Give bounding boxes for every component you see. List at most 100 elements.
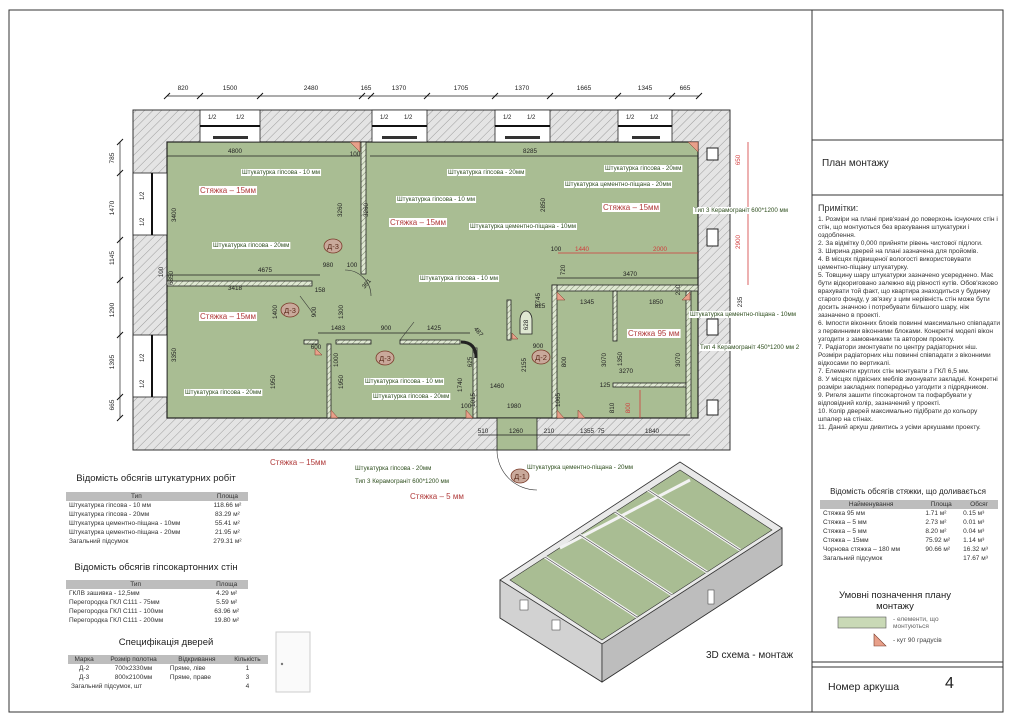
plaster-label: Тип 3 Керамограніт 600*1200 мм	[355, 478, 449, 485]
screed-label: Стяжка – 15мм	[270, 458, 326, 467]
dimension-label: 100	[350, 151, 361, 158]
window-half-label: 1/2	[140, 217, 146, 226]
dimension-label: 900	[311, 306, 318, 317]
dimension-label: 1300	[338, 305, 345, 320]
dimension-label: 1260	[509, 428, 524, 435]
label-background	[212, 242, 291, 249]
label-background	[689, 311, 797, 318]
dimension-label: 720	[560, 264, 567, 275]
dimension-label: 800	[561, 356, 568, 367]
window-half-label: 1/2	[140, 191, 146, 200]
dimension-label: 158	[315, 287, 326, 294]
door-tag: Д-3	[327, 242, 339, 251]
window-half-label: 1/2	[626, 115, 635, 121]
legend-title: Умовні позначення плану монтажу	[839, 590, 951, 612]
note-item: 7. Елементи круглих стін монтувати з ГКЛ…	[818, 368, 970, 375]
dimension-label: 900	[533, 343, 544, 350]
dimension-label: 628	[523, 319, 530, 330]
round-wall	[460, 340, 478, 359]
top-dimension: 165	[361, 85, 372, 92]
title-block-frame	[811, 10, 1003, 712]
col-header: Тип	[66, 492, 207, 501]
label-background	[602, 203, 661, 212]
top-dimension: 665	[680, 85, 691, 92]
top-dimension: 2480	[304, 85, 319, 92]
plaster-label: Штукатурка гіпсова - 20мм	[355, 465, 431, 472]
label-background	[241, 169, 322, 176]
dimension-ticks	[116, 92, 703, 422]
sheet-title: План монтажу	[822, 158, 889, 169]
dimension-tick	[491, 92, 499, 100]
right-vents	[706, 147, 719, 416]
col-header: Площа	[922, 500, 961, 509]
dimension-label: 4800	[228, 148, 243, 155]
plaster-label: Штукатурка гіпсова - 20мм	[605, 165, 681, 172]
label-background	[469, 223, 577, 230]
window-half-label: 1/2	[208, 115, 217, 121]
dimension-tick	[163, 92, 171, 100]
note-item: 11. Даний аркуш дивитись з усіми аркушам…	[818, 424, 981, 431]
left-dimension: 1145	[109, 251, 116, 265]
door-tag-badge	[280, 302, 300, 318]
dimension-label: 1740	[457, 378, 464, 393]
window-half-label: 1/2	[380, 115, 389, 121]
notes-heading: Примітки:	[818, 203, 859, 213]
window-half-label: 1/2	[140, 353, 146, 362]
dimension-label: 900	[381, 325, 392, 332]
note-item: 10. Колір дверей максимально підібрати д…	[818, 408, 978, 423]
dimension-tick	[116, 138, 124, 146]
screed-label: Стяжка 95 мм	[628, 329, 680, 338]
door-tag: Д-3	[379, 354, 391, 363]
dimension-label: 1345	[580, 299, 595, 306]
entrance-opening	[496, 417, 538, 451]
door-tag-badge	[510, 468, 530, 484]
dimension-label: 3260	[363, 203, 370, 218]
dimension-tick	[614, 92, 622, 100]
screed-label: Стяжка – 15мм	[200, 312, 256, 321]
col-header: Кількість	[226, 655, 268, 664]
dimension-label: 100	[551, 246, 562, 253]
door-tag: Д-2	[535, 353, 547, 362]
dimension-label: 3270	[619, 368, 634, 375]
plaster-label: Штукатурка гіпсова - 20мм	[185, 389, 261, 396]
label-background	[419, 275, 500, 282]
top-dimension: 1370	[392, 85, 407, 92]
screed-label: Стяжка – 15мм	[390, 218, 446, 227]
dimension-label: 1350	[617, 352, 624, 367]
plaster-label: Штукатурка гіпсова - 10 мм	[397, 196, 475, 203]
door-illustration	[275, 631, 311, 693]
plaster-label: Штукатурка гіпсова - 10 мм	[365, 378, 443, 385]
plaster-label: Тип 4 Керамограніт 450*1200 мм 2	[700, 344, 800, 351]
dimension-tick	[668, 92, 676, 100]
col-header: Найменування	[820, 500, 923, 509]
dimension-label: 600	[311, 344, 322, 351]
screed-table-title: Відомість обсягів стяжки, що доливається	[830, 487, 986, 496]
plaster-label: Штукатурка цементно-піщана - 10мм	[470, 223, 576, 230]
screed-label: Стяжка – 15мм	[200, 186, 256, 195]
dimension-tick	[196, 92, 204, 100]
col-header: Тип	[66, 580, 206, 589]
dimension-label: 6850	[168, 271, 175, 286]
note-item: 9. Ригеля зашити гіпсокартоном та пофарб…	[818, 392, 972, 407]
dimension-label: 810	[609, 402, 616, 413]
left-dimension: 665	[109, 399, 116, 410]
label-background	[269, 458, 328, 467]
note-item: 5. Товщину шару штукатурки зазначено усе…	[818, 272, 998, 319]
top-dimension: 1345	[638, 85, 653, 92]
dimension-tick	[367, 92, 375, 100]
door-tag: Д-3	[284, 306, 296, 315]
dimension-tick	[116, 236, 124, 244]
col-header: Обсяг	[960, 500, 998, 509]
dimension-label: 75	[597, 428, 605, 435]
